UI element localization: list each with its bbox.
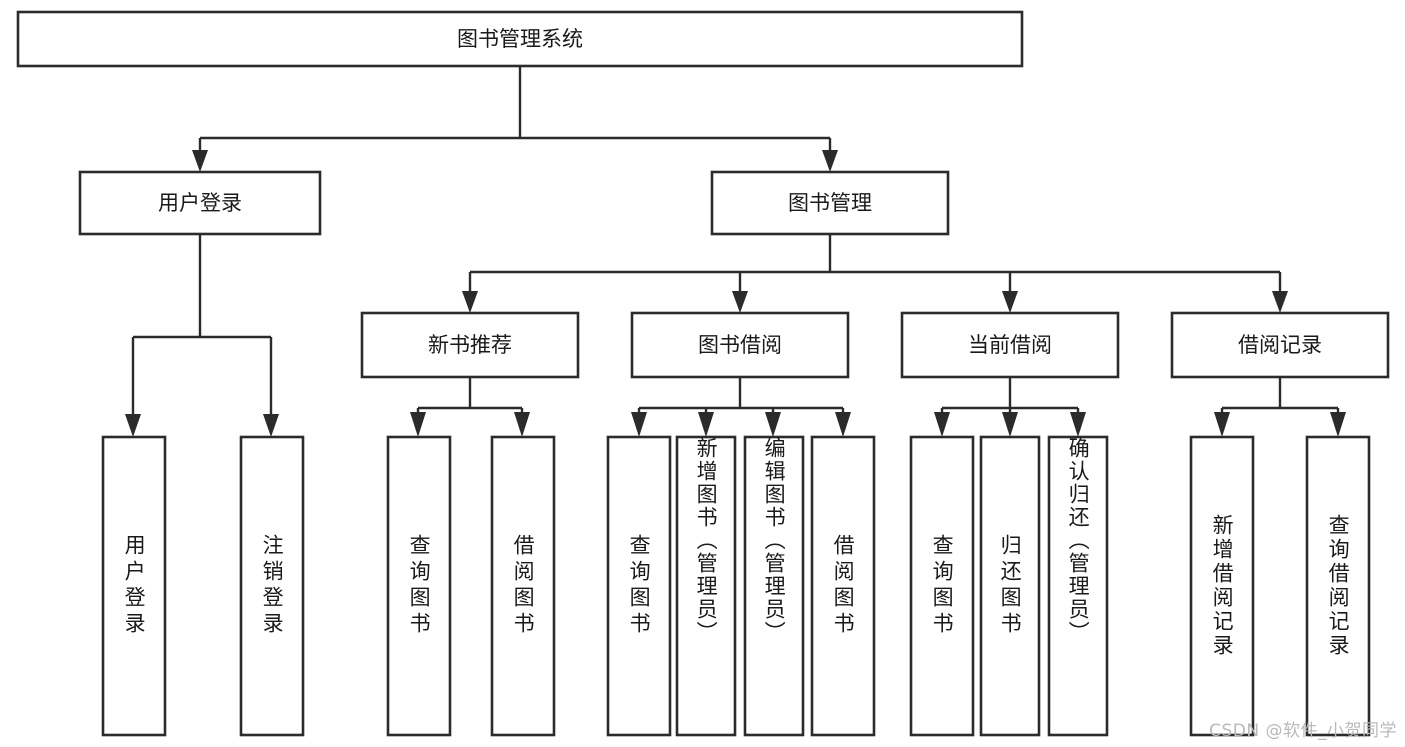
arrow-head-leaf-borrow-book-1 <box>514 412 530 437</box>
arrow-head-current-borrow <box>1002 291 1018 313</box>
node-box-leaf-user-login[interactable] <box>101 435 167 737</box>
arrow-head-leaf-borrow-book-2 <box>835 412 851 437</box>
arrow-head-leaf-confirm-return <box>1070 412 1086 437</box>
connector-group-root-to-level2 <box>192 66 838 172</box>
node-label-borrow-record: 借阅记录 <box>1238 333 1322 357</box>
connector-group-current-borrow-to-leaves <box>934 377 1086 437</box>
node-label-new-book-recommend: 新书推荐 <box>428 333 512 357</box>
node-box-borrow-record[interactable] <box>1170 311 1390 379</box>
node-box-leaf-add-book[interactable] <box>675 435 737 737</box>
connector-group-book-borrow-to-leaves <box>631 377 851 437</box>
arrow-head-book-manage <box>822 150 838 172</box>
node-box-leaf-query-record[interactable] <box>1305 435 1371 737</box>
node-label-user-login: 用户登录 <box>158 191 242 215</box>
node-label-current-borrow: 当前借阅 <box>968 333 1052 357</box>
node-box-root[interactable] <box>16 10 1024 68</box>
arrow-head-book-borrow <box>732 291 748 313</box>
connector-group-user-login-to-leaves <box>125 234 279 437</box>
connector-group-borrow-record-to-leaves <box>1214 377 1346 437</box>
node-label-book-borrow: 图书借阅 <box>698 333 782 357</box>
node-box-new-book-recommend[interactable] <box>360 311 580 379</box>
arrow-head-leaf-query-book-3 <box>934 412 950 437</box>
arrow-head-leaf-add-record <box>1214 412 1230 437</box>
node-box-leaf-query-book-2[interactable] <box>606 435 672 737</box>
csdn-watermark: CSDN @软件_小贺同学 <box>1209 721 1397 741</box>
node-box-current-borrow[interactable] <box>900 311 1120 379</box>
arrow-head-leaf-query-book-1 <box>410 412 426 437</box>
node-box-leaf-confirm-return[interactable] <box>1047 435 1109 737</box>
node-box-leaf-borrow-book-2[interactable] <box>810 435 876 737</box>
arrow-head-user-login <box>192 150 208 172</box>
connector-group-book-manage-to-level3 <box>462 234 1288 313</box>
node-box-leaf-add-record[interactable] <box>1189 435 1255 737</box>
node-box-leaf-query-book-3[interactable] <box>909 435 975 737</box>
node-label-book-manage: 图书管理 <box>788 191 872 215</box>
node-box-leaf-user-logout[interactable] <box>239 435 305 737</box>
node-box-book-borrow[interactable] <box>630 311 850 379</box>
node-box-leaf-query-book-1[interactable] <box>386 435 452 737</box>
arrow-head-leaf-query-book-2 <box>631 412 647 437</box>
arrow-head-leaf-query-record <box>1330 412 1346 437</box>
arrow-head-leaf-return-book <box>1002 412 1018 437</box>
arrow-head-new-book-recommend <box>462 291 478 313</box>
connector-group-new-book-to-leaves <box>410 377 530 437</box>
node-box-book-manage[interactable] <box>710 170 950 236</box>
node-box-leaf-return-book[interactable] <box>979 435 1041 737</box>
node-box-user-login[interactable] <box>78 170 322 236</box>
arrow-head-leaf-edit-book <box>765 412 781 437</box>
node-box-leaf-edit-book[interactable] <box>743 435 805 737</box>
node-label-root: 图书管理系统 <box>457 27 583 51</box>
node-box-leaf-borrow-book-1[interactable] <box>490 435 556 737</box>
arrow-head-leaf-user-login <box>125 414 141 437</box>
arrow-head-borrow-record <box>1272 291 1288 313</box>
arrow-head-leaf-add-book <box>698 412 714 437</box>
arrow-head-leaf-user-logout <box>263 414 279 437</box>
